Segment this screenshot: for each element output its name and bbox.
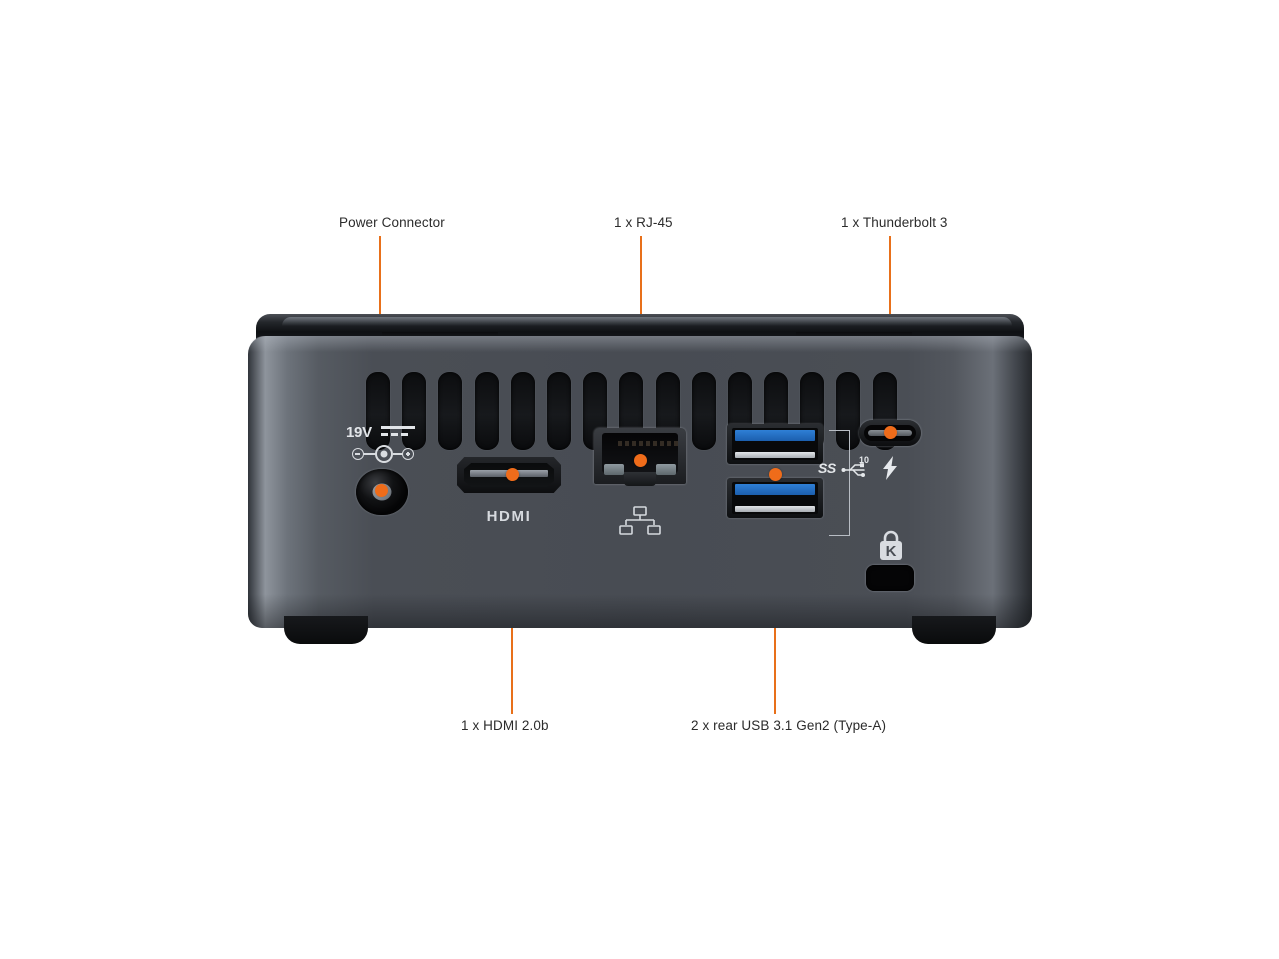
body-bottom-shadow (248, 594, 1032, 628)
dc-polarity-icon (352, 445, 414, 465)
callout-dot-power-connector (375, 484, 388, 497)
ventilation-grille (366, 372, 914, 450)
vent-slot (691, 372, 716, 450)
rj45-led-right (656, 464, 676, 475)
thunderbolt-bolt-icon (878, 455, 902, 481)
dc-power-icon (381, 426, 415, 440)
power-marking-group: 19V (346, 424, 418, 468)
kensington-lock-slot[interactable] (866, 565, 914, 591)
rj45-led-left (604, 464, 624, 475)
chassis-foot-right (912, 616, 996, 644)
usb-speed-label: 10 (859, 455, 870, 465)
polarity-positive-icon (402, 448, 414, 460)
vent-slot (836, 372, 861, 450)
kensington-lock-icon: K (875, 528, 907, 562)
callout-dot-hdmi (506, 468, 519, 481)
chassis-foot-left (284, 616, 368, 644)
kensington-k-letter: K (886, 543, 897, 560)
polarity-center-icon (375, 445, 393, 463)
lid-highlight (282, 317, 1012, 326)
vent-slot (546, 372, 571, 450)
vent-slot (366, 372, 390, 450)
vent-slot (510, 372, 535, 450)
network-icon (594, 506, 686, 540)
rj45-clip-notch (624, 472, 656, 486)
callout-label-thunderbolt: 1 x Thunderbolt 3 (841, 215, 948, 230)
usb-bottom-contact-strip (735, 506, 815, 512)
superspeed-label: SS (818, 460, 836, 476)
body-top-highlight (248, 336, 1032, 352)
usb-port-bottom[interactable] (727, 478, 823, 518)
rj45-pins (618, 441, 678, 446)
usb-bottom-blue-insert (735, 484, 815, 495)
callout-dot-rj45 (634, 454, 647, 467)
hdmi-logo-label: HDMI (486, 508, 532, 525)
callout-label-rj45: 1 x RJ-45 (614, 215, 673, 230)
usb-top-cavity (732, 428, 818, 460)
callout-dot-thunderbolt (884, 426, 897, 439)
power-voltage-label: 19V (346, 424, 372, 441)
usb-top-blue-insert (735, 430, 815, 441)
vent-slot (474, 372, 499, 450)
callout-label-power-connector: Power Connector (339, 215, 445, 230)
usb-bottom-cavity (732, 482, 818, 514)
superspeed-usb-icon: SS 10 (818, 455, 874, 484)
callout-label-hdmi: 1 x HDMI 2.0b (461, 718, 549, 733)
usb-port-top[interactable] (727, 424, 823, 464)
vent-slot (402, 372, 427, 450)
callout-label-usb: 2 x rear USB 3.1 Gen2 (Type-A) (691, 718, 887, 733)
usb-top-contact-strip (735, 452, 815, 458)
callout-dot-usb (769, 468, 782, 481)
rj45-ethernet-port[interactable] (594, 428, 686, 498)
vent-slot (438, 372, 463, 450)
